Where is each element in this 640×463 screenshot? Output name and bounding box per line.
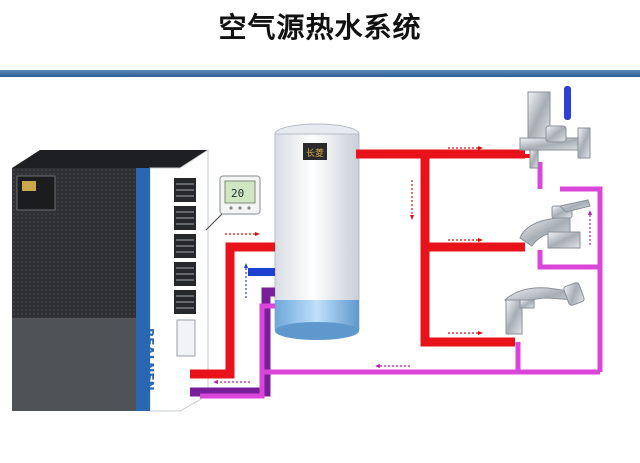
flow-arrows (213, 146, 592, 384)
heat-pump-hot-supply-pipe (190, 242, 275, 379)
basin-faucet (519, 199, 591, 249)
header-rule (0, 70, 640, 77)
heat-pump-brand: REALNEN (142, 328, 156, 391)
controller-display: 20 (231, 187, 244, 200)
water-tank: 长菱 (274, 123, 360, 340)
page-title: 空气源热水系统 (218, 11, 422, 44)
heat-pump-top (12, 150, 208, 168)
tank-body (274, 133, 360, 331)
heat-pump-junction-box (176, 319, 196, 357)
hot-water-pipes (190, 149, 530, 397)
kitchen-faucet (504, 282, 585, 335)
controller-panel: 20 (219, 175, 261, 215)
tank-circulation-return (200, 303, 275, 399)
basin-lever (558, 199, 591, 213)
tank-bottom (275, 322, 359, 340)
heat-pump-lower-panel (12, 318, 150, 411)
circulation-riser (560, 186, 603, 372)
heat-pump-return-pipe (190, 287, 275, 397)
circulation-pipes (200, 162, 603, 399)
tank-badge (303, 143, 327, 160)
shower-handle-blue (564, 86, 571, 120)
heat-pump-vents (174, 178, 196, 314)
heat-pump-unit: REALNEN (12, 149, 209, 412)
shower-faucet (519, 86, 591, 169)
kitchen-faucet-body (505, 299, 523, 335)
tank-label: 长菱 (306, 147, 324, 159)
heat-pump-blue-stripe (136, 168, 150, 411)
basin-return-branch (537, 250, 600, 270)
controller-cable (205, 213, 223, 231)
heat-pump-logo-mark (22, 181, 36, 191)
